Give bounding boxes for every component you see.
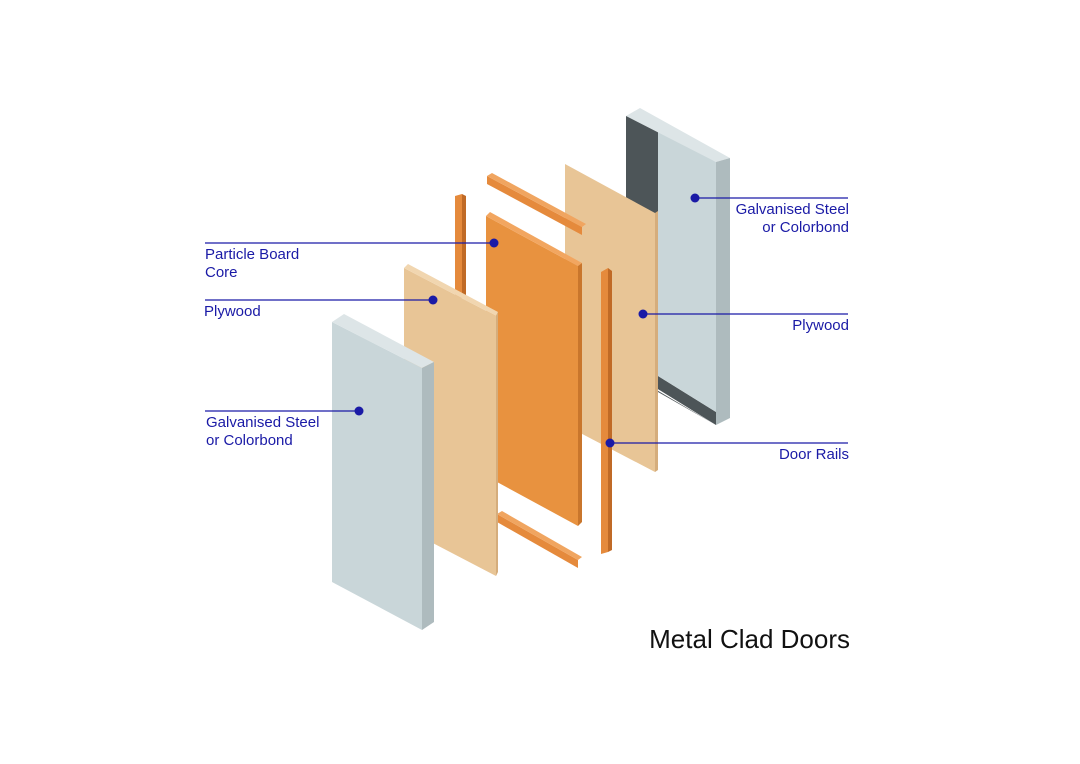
dot-plywood-left: [428, 295, 438, 305]
back-steel-top: [626, 108, 730, 162]
front-steel-side: [422, 362, 434, 630]
bottom-rail-face: [497, 514, 578, 568]
right-stile-face: [601, 268, 608, 554]
top-rail: [487, 173, 586, 235]
diagram-title: Metal Clad Doors: [649, 624, 850, 654]
bottom-rail: [497, 511, 582, 568]
particle-board-core: [486, 212, 582, 526]
front-steel-face: [332, 322, 422, 630]
front-plywood-side: [496, 312, 498, 576]
back-steel-side: [716, 158, 730, 425]
dot-core: [489, 238, 499, 248]
left-stile-face: [455, 194, 462, 302]
label-door-rails: Door Rails: [778, 446, 849, 463]
core-side: [578, 263, 582, 526]
front-steel-top: [332, 314, 434, 368]
right-stile: [601, 268, 612, 554]
core-top: [486, 212, 582, 266]
dot-plywood-right: [638, 309, 648, 319]
dot-steel-right: [690, 193, 700, 203]
front-steel-sheet: [332, 314, 434, 630]
top-rail-top: [487, 173, 586, 227]
back-steel-face: [640, 116, 716, 412]
top-rail-face: [487, 176, 582, 235]
core-face: [486, 216, 578, 526]
label-steel-right: Galvanised Steel or Colorbond: [735, 201, 849, 236]
bottom-rail-top: [497, 511, 582, 560]
label-steel-left: Galvanised Steel or Colorbond: [206, 414, 320, 449]
back-plywood-side: [655, 211, 658, 472]
label-plywood-left: Plywood: [204, 303, 261, 320]
dot-steel-left: [354, 406, 364, 416]
left-stile-side: [462, 194, 466, 298]
label-plywood-right: Plywood: [792, 317, 849, 334]
label-particle-board-core: Particle Board Core: [205, 246, 300, 281]
dot-rails: [605, 438, 615, 448]
callouts: [205, 193, 848, 448]
right-stile-side: [608, 268, 612, 552]
front-plywood-top: [404, 264, 498, 316]
left-stile: [455, 194, 466, 302]
